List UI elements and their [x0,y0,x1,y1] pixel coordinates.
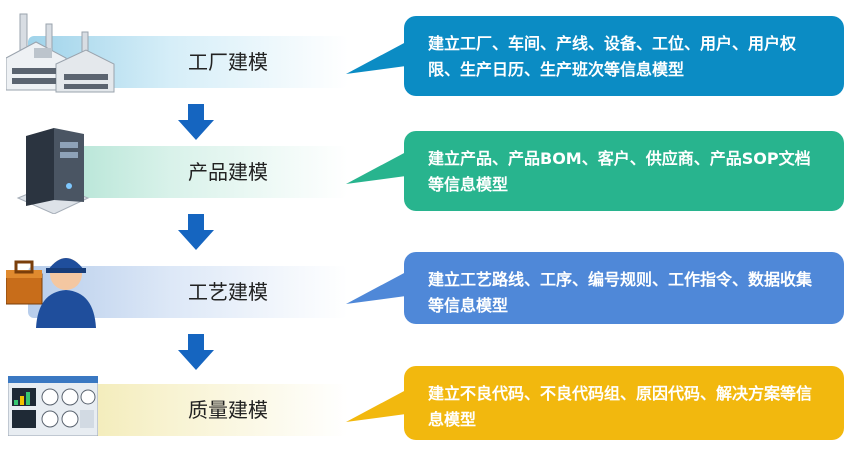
stage-product-label: 产品建模 [188,160,268,184]
worker-toolbox-icon [6,258,96,328]
stage-factory-label: 工厂建模 [188,50,268,74]
callout-pointer-factory [346,42,406,74]
stage-product-description: 建立产品、产品BOM、客户、供应商、产品SOP文档等信息模型 [404,131,844,211]
stage-factory-description: 建立工厂、车间、产线、设备、工位、用户、用户权限、生产日历、生产班次等信息模型 [404,16,844,96]
factory-icon [6,13,115,93]
stage-process-label: 工艺建模 [188,280,268,304]
callout-pointer-process [346,272,406,304]
flow-arrow-down-icon [178,104,214,140]
flow-arrow-down-icon [178,214,214,250]
callout-pointer-product [346,152,406,184]
quality-dashboard-icon [8,376,98,436]
stage-quality-description: 建立不良代码、不良代码组、原因代码、解决方案等信息模型 [404,366,844,440]
stage-quality-label: 质量建模 [188,398,268,422]
callout-pointer-quality [346,390,406,422]
stage-process-description: 建立工艺路线、工序、编号规则、工作指令、数据收集等信息模型 [404,252,844,324]
flow-arrow-down-icon [178,334,214,370]
computer-tower-icon [16,128,90,214]
